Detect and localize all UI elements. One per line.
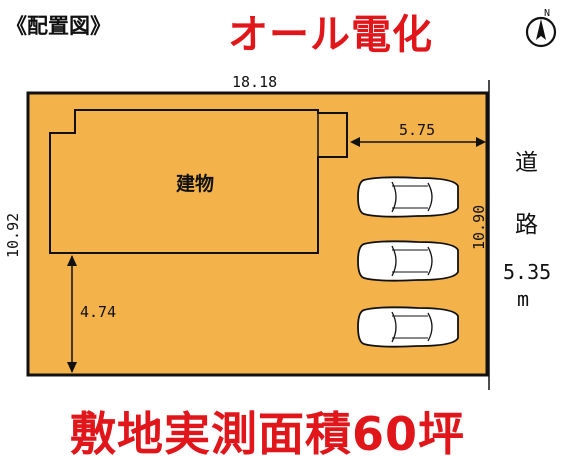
- all-electric-tagline: オール電化: [228, 12, 433, 58]
- lot-width-label: 18.18: [232, 73, 277, 91]
- compass-icon: N: [525, 8, 557, 48]
- building-label: 建物: [176, 172, 214, 195]
- road-width-unit: m: [517, 287, 530, 311]
- road-label-char-1: 道: [515, 150, 538, 176]
- road-label-char-2: 路: [515, 212, 538, 238]
- setback-right-label: 5.75: [399, 121, 435, 139]
- site-area-label: 敷地実測面積60坪: [70, 407, 466, 461]
- parking-car: [357, 306, 459, 348]
- north-label: N: [544, 8, 550, 19]
- setback-front-label: 4.74: [80, 303, 116, 321]
- parking-car: [357, 240, 459, 282]
- road-width-value: 5.35: [503, 260, 552, 284]
- page-heading: 《配置図》: [6, 14, 111, 38]
- parking-car: [357, 176, 459, 218]
- right-depth-label: 10.90: [470, 205, 488, 250]
- left-depth-label: 10.92: [4, 213, 22, 258]
